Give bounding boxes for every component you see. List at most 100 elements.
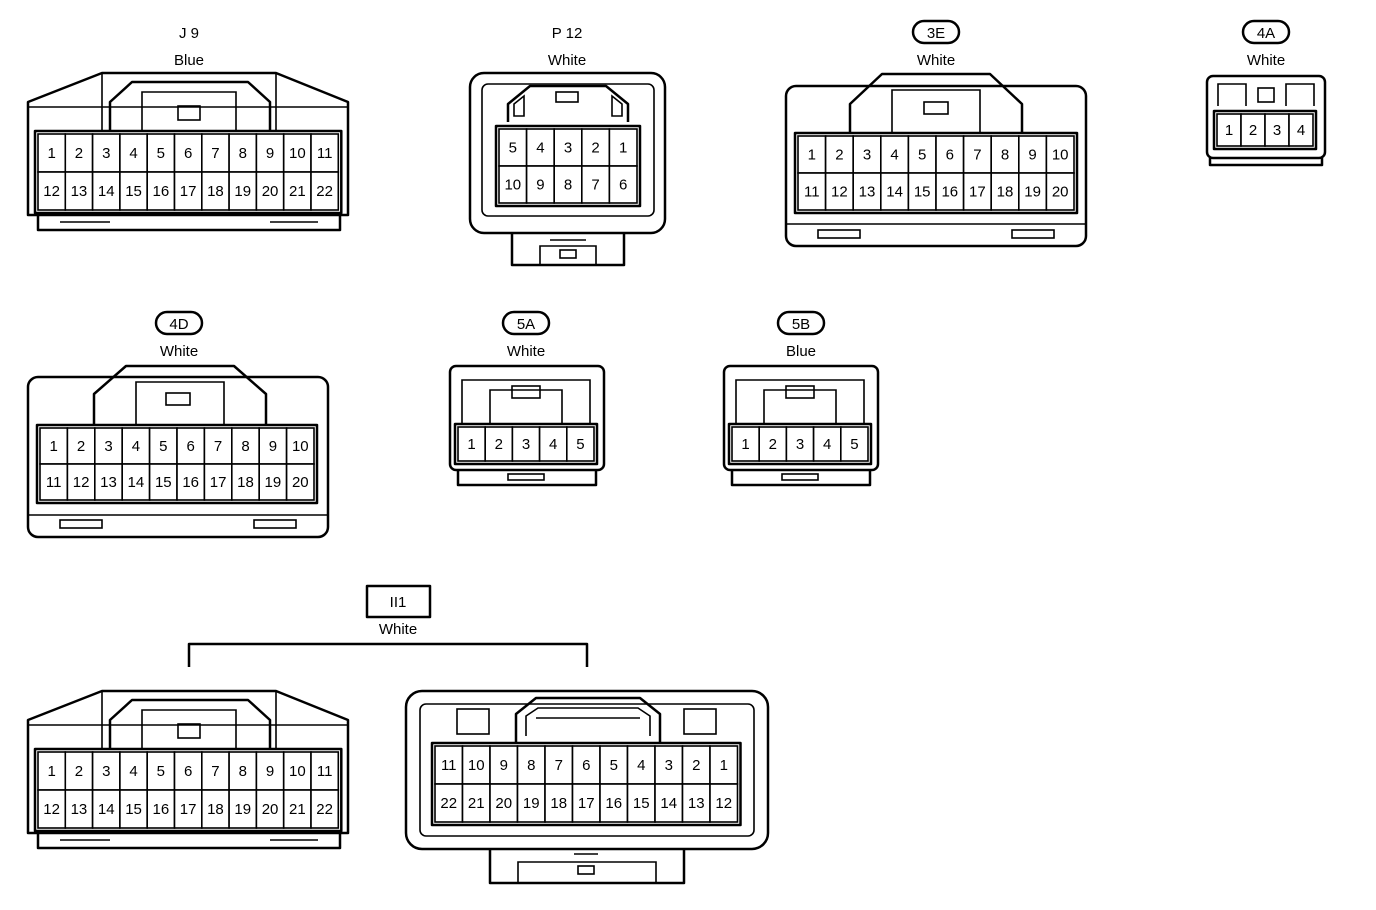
pin-cell xyxy=(39,463,69,501)
pin-cell xyxy=(203,463,233,501)
pin-number: 15 xyxy=(155,474,172,491)
pin-number: 8 xyxy=(527,757,535,774)
pin-cell xyxy=(498,165,528,204)
pin-number: 1 xyxy=(47,145,55,162)
pin-number: 18 xyxy=(997,184,1014,201)
pin-cell xyxy=(310,789,340,829)
pin-number: 17 xyxy=(969,184,986,201)
pin-number: 3 xyxy=(564,140,572,157)
pin-number: 5 xyxy=(157,763,165,780)
connector-5b-housing xyxy=(722,364,880,487)
pin-number: 4 xyxy=(132,438,140,455)
pin-cell xyxy=(709,783,739,823)
pin-frame xyxy=(453,422,599,466)
pin-number: 21 xyxy=(289,801,306,818)
pin-number: 17 xyxy=(180,183,197,200)
pin-number: 3 xyxy=(796,436,804,453)
connector-p12-housing xyxy=(468,71,667,267)
pin-frame xyxy=(494,124,642,208)
connector-4a-code-badge: 4A xyxy=(1241,19,1291,45)
pin-number: 22 xyxy=(316,183,333,200)
pin-cell xyxy=(255,171,285,211)
pin-number: 9 xyxy=(500,757,508,774)
pin-number: 22 xyxy=(316,801,333,818)
pin-number: 12 xyxy=(73,474,90,491)
pin-number: 17 xyxy=(180,801,197,818)
pin-number: 15 xyxy=(125,183,142,200)
pin-number: 8 xyxy=(241,438,249,455)
junction-ii1-code-box: II1 xyxy=(365,584,432,619)
pin-cell xyxy=(608,165,638,204)
connector-5a-code: 5A xyxy=(517,316,535,333)
pin-cell xyxy=(654,745,684,785)
pin-cell xyxy=(66,427,96,465)
pin-number: 14 xyxy=(98,183,115,200)
pin-number: 1 xyxy=(47,763,55,780)
pin-cell xyxy=(282,133,312,173)
pin-number: 5 xyxy=(157,145,165,162)
pin-number: 16 xyxy=(182,474,199,491)
pin-frame xyxy=(35,423,319,505)
pin-cell xyxy=(176,463,206,501)
pin-number: 1 xyxy=(808,147,816,164)
pin-number: 2 xyxy=(75,763,83,780)
pin-cell xyxy=(731,426,761,462)
connector-j9-color: Blue xyxy=(174,52,204,69)
pin-number: 14 xyxy=(98,801,115,818)
pin-number: 2 xyxy=(835,147,843,164)
connector-p12-color: White xyxy=(548,52,586,69)
pin-cell xyxy=(119,789,149,829)
pin-number: 3 xyxy=(102,145,110,162)
pin-number: 9 xyxy=(1028,147,1036,164)
pin-number: 5 xyxy=(159,438,167,455)
connector-5b-color: Blue xyxy=(786,343,816,360)
pin-cell xyxy=(173,171,203,211)
connector-4a-code: 4A xyxy=(1257,25,1275,42)
pin-cell xyxy=(1264,113,1290,147)
pin-cell xyxy=(879,172,910,211)
pin-cell xyxy=(1045,135,1075,174)
pin-number: 1 xyxy=(619,140,627,157)
junction-ii1-right-housing xyxy=(404,689,770,885)
pin-frame xyxy=(430,741,742,827)
pin-cell xyxy=(119,171,149,211)
pin-cell xyxy=(228,133,258,173)
pin-number: 18 xyxy=(237,474,254,491)
pin-number: 14 xyxy=(128,474,145,491)
pin-number: 4 xyxy=(549,436,557,453)
pin-cell xyxy=(1045,172,1075,211)
junction-ii1-bracket xyxy=(187,642,589,667)
pin-cell xyxy=(285,463,315,501)
pin-cell xyxy=(990,135,1020,174)
pin-number: 21 xyxy=(289,183,306,200)
connector-j9-housing xyxy=(26,71,350,232)
pin-number: 11 xyxy=(317,763,333,780)
pin-cell xyxy=(39,427,69,465)
pin-number: 3 xyxy=(522,436,530,453)
pin-number: 11 xyxy=(317,145,333,162)
pin-number: 7 xyxy=(973,147,981,164)
connector-5b-code-badge: 5B xyxy=(776,310,826,336)
pin-cell xyxy=(812,426,842,462)
pin-cell xyxy=(121,427,151,465)
junction-ii1-left-housing xyxy=(26,689,350,850)
pin-number: 7 xyxy=(211,145,219,162)
pin-number: 5 xyxy=(576,436,584,453)
connector-4d-housing xyxy=(26,364,330,539)
pin-number: 8 xyxy=(564,177,572,194)
pin-number: 10 xyxy=(1052,147,1069,164)
pin-number: 19 xyxy=(1024,184,1041,201)
pin-number: 13 xyxy=(688,795,705,812)
pin-number: 7 xyxy=(211,763,219,780)
pin-cell xyxy=(839,426,869,462)
pin-cell xyxy=(580,165,611,204)
pin-cell xyxy=(282,789,312,829)
